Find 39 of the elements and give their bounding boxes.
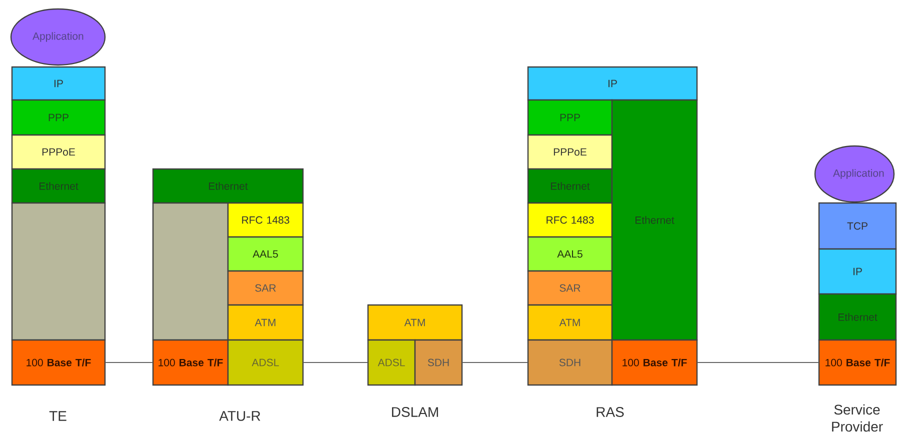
protocol-layer-box: AAL5 xyxy=(227,236,304,272)
protocol-layer-box: Ethernet xyxy=(152,168,304,204)
protocol-layer-box: TCP xyxy=(818,202,897,250)
protocol-layer-box: Ethernet xyxy=(527,168,613,204)
link-line xyxy=(697,362,819,363)
protocol-layer-box: PPPoE xyxy=(11,134,106,170)
protocol-layer-box: IP xyxy=(527,66,698,101)
protocol-layer-box: IP xyxy=(11,66,106,101)
device-label: ATU-R xyxy=(219,411,260,421)
device-label: DSLAM xyxy=(392,407,438,417)
protocol-layer-box: SDH xyxy=(414,339,463,386)
protocol-layer-box: 100 Base T/F xyxy=(611,339,698,386)
protocol-layer-box: 100 Base T/F xyxy=(11,339,106,386)
protocol-layer-box: ATM xyxy=(527,304,613,341)
device-label: TE xyxy=(49,411,66,421)
protocol-layer-box: Ethernet xyxy=(611,99,698,341)
protocol-layer-box: ATM xyxy=(367,304,463,341)
protocol-layer-box: SDH xyxy=(527,339,613,386)
protocol-layer-box: SAR xyxy=(227,270,304,306)
link-line xyxy=(303,362,368,363)
protocol-layer-box: AAL5 xyxy=(527,236,613,272)
protocol-layer-box: Ethernet xyxy=(11,168,106,204)
protocol-layer-box: ATM xyxy=(227,304,304,341)
protocol-layer-box: ADSL xyxy=(367,339,416,386)
protocol-layer-box: RFC 1483 xyxy=(527,202,613,238)
device-label: Service Provider xyxy=(832,404,883,432)
link-line xyxy=(462,362,528,363)
protocol-layer-box: 100 Base T/F xyxy=(818,339,897,386)
protocol-layer-box: PPP xyxy=(527,99,613,136)
protocol-layer-box: IP xyxy=(818,248,897,295)
protocol-layer-box: PPPoE xyxy=(527,134,613,170)
protocol-layer-box: SAR xyxy=(527,270,613,306)
protocol-layer-box: RFC 1483 xyxy=(227,202,304,238)
protocol-layer-box: PPP xyxy=(11,99,106,136)
protocol-layer-box: ADSL xyxy=(227,339,304,386)
device-label: RAS xyxy=(596,407,624,417)
protocol-layer-box: Ethernet xyxy=(818,293,897,341)
link-line xyxy=(105,362,153,363)
protocol-layer-box: 100 Base T/F xyxy=(152,339,229,386)
